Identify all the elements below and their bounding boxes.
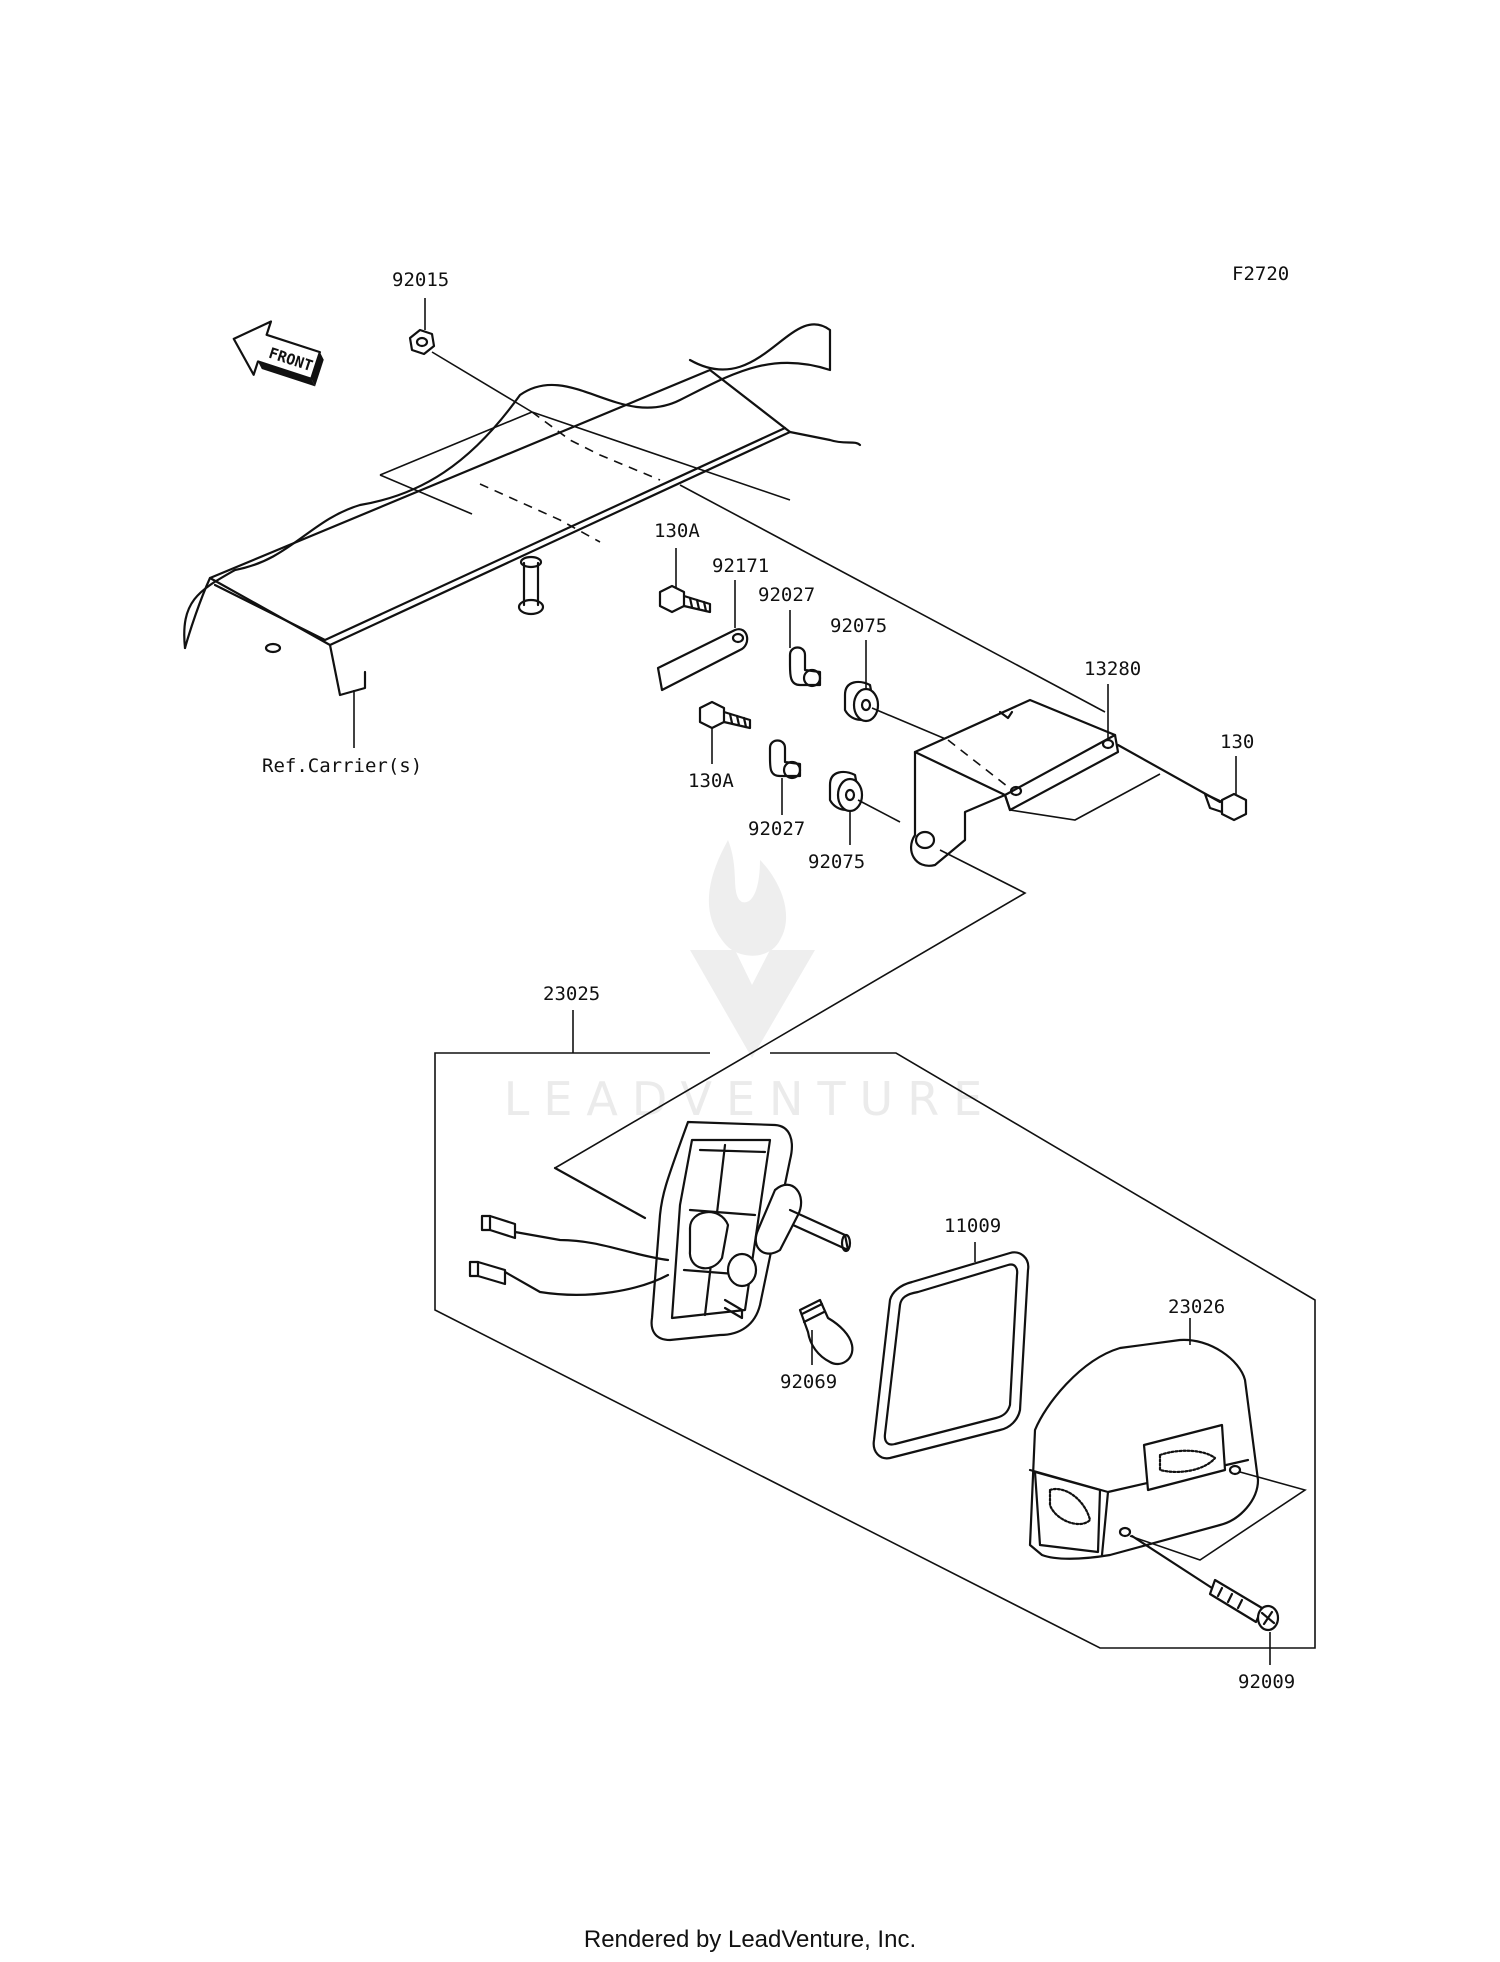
clamp-92171: 92171 [656,555,769,692]
front-arrow: FRONT [232,320,324,387]
leadventure-watermark: LEADVENTURE [504,840,997,1126]
callout-11009: 11009 [944,1215,1001,1237]
grommet-92075-bottom: 92075 [808,770,901,873]
bolt-130: 130 [1116,731,1254,822]
nut-92015: 92015 [379,269,1106,713]
callout-130A-top: 130A [654,520,700,542]
collar-92027-top: 92027 [758,584,822,688]
rear-carrier: Ref.Carrier(s) [183,323,862,777]
collar-92027-bottom: 92027 [748,739,805,840]
bracket-13280: 13280 [909,658,1161,867]
grommet-92075-top: 92075 [830,615,949,741]
callout-92027-bottom: 92027 [748,818,805,840]
callout-92015: 92015 [392,269,449,291]
callout-92009: 92009 [1238,1671,1295,1693]
watermark-text: LEADVENTURE [504,1072,997,1126]
tail-lamp-base [468,1120,852,1342]
callout-23025: 23025 [543,983,600,1005]
bulb-92069: 92069 [780,1298,854,1393]
bolt-130A-top: 130A [654,520,712,614]
callout-92171: 92171 [712,555,769,577]
callout-92075-bottom: 92075 [808,851,865,873]
footer-credit: Rendered by LeadVenture, Inc. [583,1926,917,1953]
callout-92027-top: 92027 [758,584,815,606]
callout-92069: 92069 [780,1371,837,1393]
callout-13280: 13280 [1084,658,1141,680]
assembly-box-23025: 23025 [434,983,1316,1649]
callout-92075-top: 92075 [830,615,887,637]
callout-130: 130 [1220,731,1254,753]
screw-92009: 92009 [1130,1534,1295,1693]
callout-23026: 23026 [1168,1296,1225,1318]
figure-code: F2720 [1232,263,1289,285]
reference-label: Ref.Carrier(s) [262,755,422,777]
gasket-11009: 11009 [872,1215,1030,1460]
callout-130A-bottom: 130A [688,770,734,792]
bolt-130A-bottom: 130A [688,700,752,792]
lens-cover-23026: 23026 [1028,1296,1307,1561]
